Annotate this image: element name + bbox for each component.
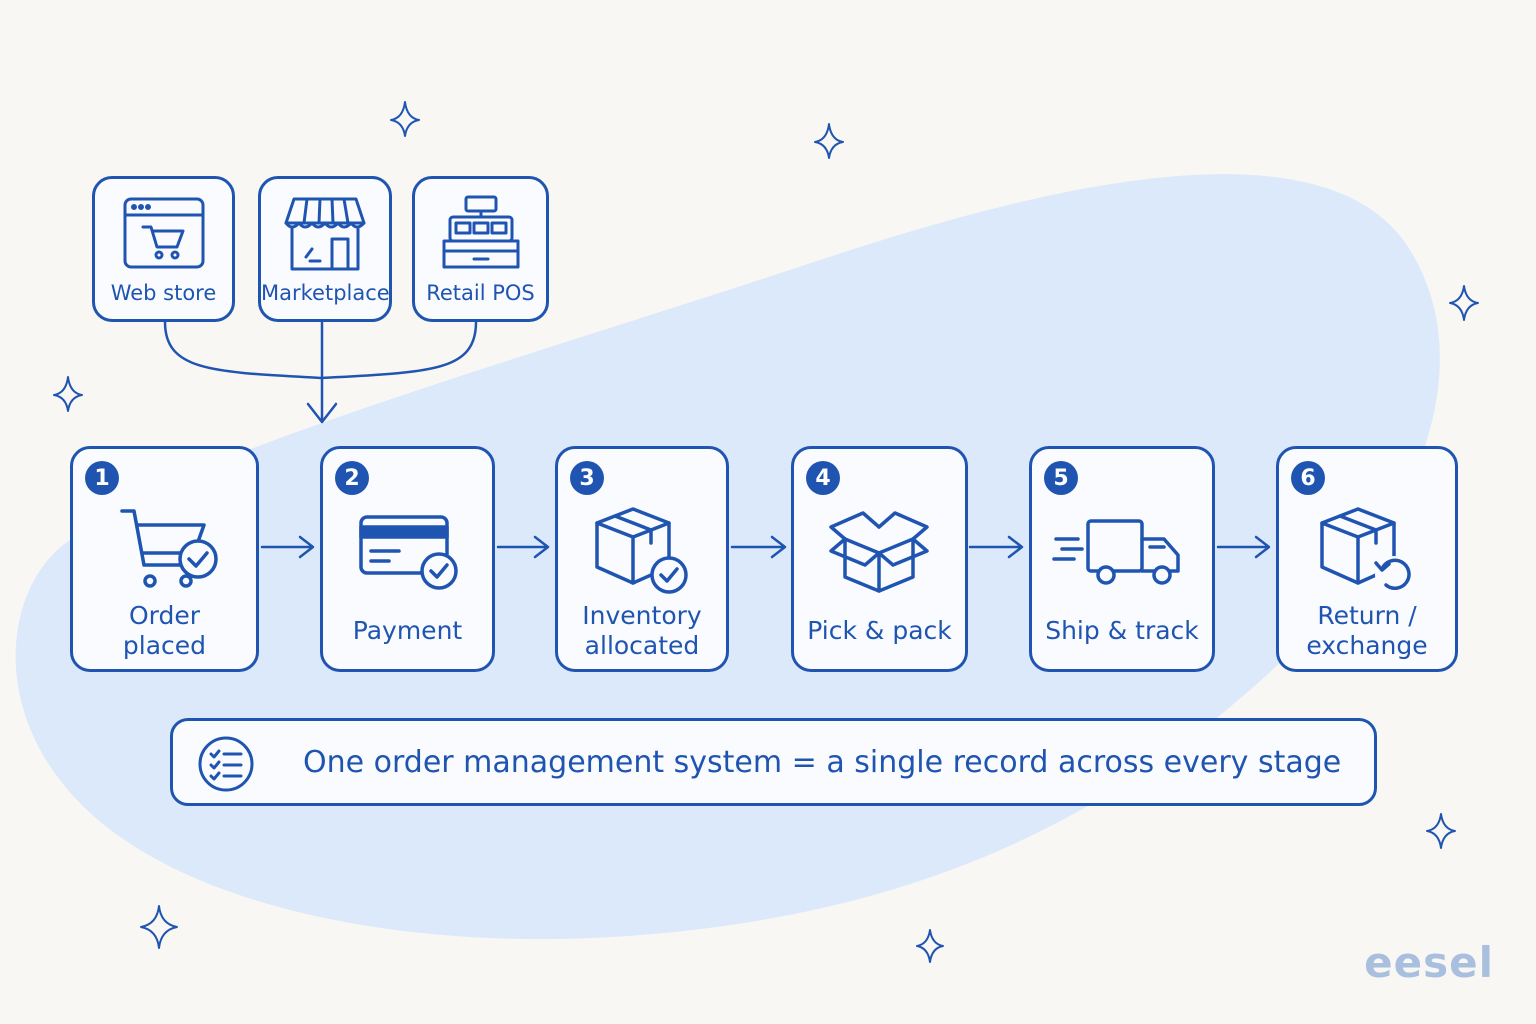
step-return-exchange: 6 Return / exchange (1276, 446, 1458, 672)
source-label: Marketplace (261, 281, 390, 305)
step-label: Return / exchange (1306, 601, 1428, 660)
flow-arrow (260, 535, 315, 559)
step-inventory-allocated: 3 Inventory allocated (555, 446, 729, 672)
storefront-icon (284, 197, 366, 271)
step-payment: 2 Payment (320, 446, 495, 672)
connector-web-store (163, 320, 324, 380)
step-number-badge: 4 (806, 461, 840, 495)
source-label: Retail POS (426, 281, 535, 305)
step-pick-and-pack: 4 Pick & pack (791, 446, 968, 672)
sparkle-icon (53, 376, 83, 412)
brand-logo: eesel (1364, 938, 1494, 987)
step-ship-and-track: 5 Ship & track (1029, 446, 1215, 672)
sparkle-icon (916, 929, 944, 963)
connector-retail-pos (320, 320, 478, 380)
box-check-icon (595, 507, 688, 594)
step-label: Pick & pack (807, 616, 952, 645)
flow-arrow (496, 535, 550, 559)
step-number-badge: 2 (335, 461, 369, 495)
step-number-badge: 3 (570, 461, 604, 495)
flow-arrow (1216, 535, 1271, 559)
source-label: Web store (110, 281, 217, 305)
open-box-icon (828, 511, 929, 593)
step-order-placed: 1 Order placed (70, 446, 259, 672)
sparkle-icon (390, 101, 420, 137)
flow-arrow (730, 535, 787, 559)
step-label: Ship & track (1045, 616, 1199, 645)
box-return-icon (1320, 507, 1413, 594)
step-number-badge: 1 (85, 461, 119, 495)
sparkle-icon (140, 905, 178, 949)
summary-banner: One order management system = a single r… (170, 718, 1377, 806)
credit-card-check-icon (358, 515, 458, 590)
step-label: Order placed (122, 601, 207, 660)
sparkle-icon (1426, 813, 1456, 849)
source-marketplace: Marketplace (258, 176, 392, 322)
step-label: Inventory allocated (582, 601, 702, 660)
arrowhead-icon (306, 402, 338, 424)
sparkle-icon (814, 123, 844, 159)
step-number-badge: 5 (1044, 461, 1078, 495)
flow-arrow (968, 535, 1024, 559)
checklist-icon (198, 736, 254, 792)
source-retail-pos: Retail POS (412, 176, 549, 322)
step-number-badge: 6 (1291, 461, 1325, 495)
browser-cart-icon (123, 197, 204, 269)
cart-check-icon (119, 509, 218, 588)
step-label: Payment (352, 616, 463, 645)
summary-text: One order management system = a single r… (303, 744, 1342, 780)
cash-register-icon (442, 195, 519, 269)
delivery-truck-icon (1052, 519, 1180, 585)
source-web-store: Web store (92, 176, 235, 322)
sparkle-icon (1449, 285, 1479, 321)
